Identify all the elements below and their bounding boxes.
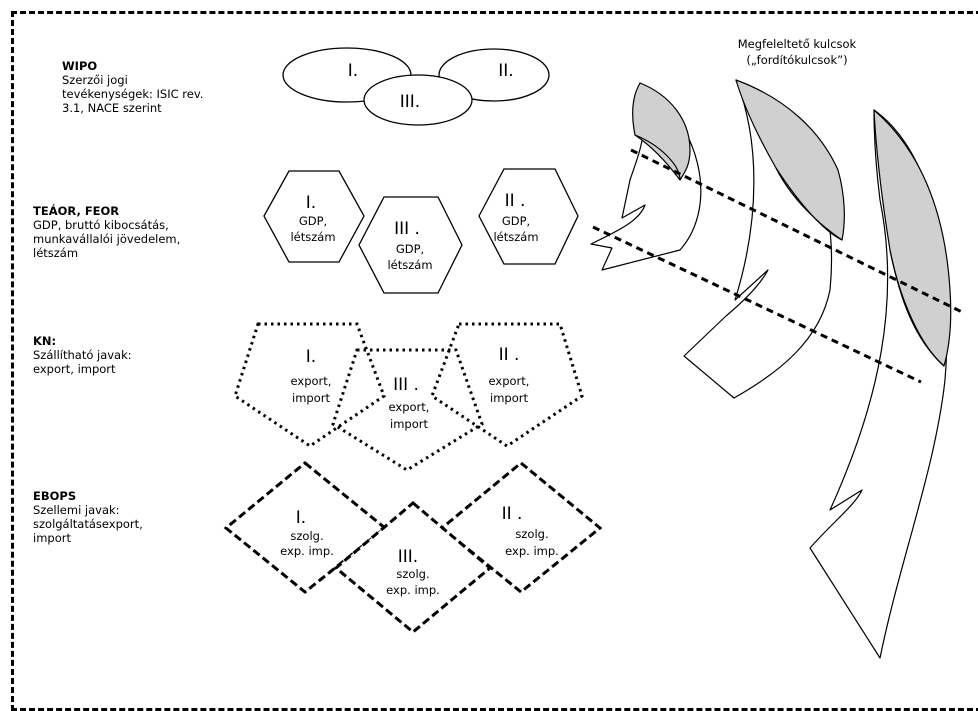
kn-desc-line-1: Szállítható javak: <box>33 348 132 362</box>
teaor-hexagon-i-sub-1: GDP, <box>299 214 327 228</box>
medium-curved-arrow <box>683 79 845 399</box>
teaor-label: TEÁOR, FEOR GDP, bruttó kibocsátás, munk… <box>33 204 180 260</box>
teaor-hexagon-iii-sub-2: létszám <box>387 258 432 272</box>
ebops-desc-line-1: Szellemi javak: <box>33 503 120 517</box>
teaor-hexagon-ii-sub-2: létszám <box>493 230 538 244</box>
teaor-hexagon-i-sub-2: létszám <box>290 230 335 244</box>
ebops-desc-line-3: import <box>33 531 71 545</box>
kn-title: KN: <box>33 334 57 348</box>
ebops-diamond-i-sub-1: szolg. <box>290 529 323 543</box>
wipo-desc-line-3: 3.1, NACE szerint <box>62 101 162 115</box>
wipo-oval-iii <box>363 74 473 126</box>
kn-pentagon-ii <box>430 322 584 448</box>
teaor-hexagon-i-number: I. <box>306 193 316 213</box>
teaor-desc-line-2: munkavállalói jövedelem, <box>33 232 181 246</box>
ebops-diamond-iii-number: III. <box>398 547 418 567</box>
ebops-diamond-i-sub-2: exp. imp. <box>280 544 334 558</box>
teaor-hexagon-ii <box>478 168 579 265</box>
kn-pentagon-ii-sub-1: export, <box>489 374 530 388</box>
ebops-desc-line-2: szolgáltatásexport, <box>33 517 143 531</box>
teaor-desc-line-3: létszám <box>33 246 79 260</box>
kn-pentagon-iii <box>331 348 484 472</box>
ebops-diamond-ii-sub-1: szolg. <box>515 527 548 541</box>
kn-pentagon-iii-sub-2: import <box>390 417 428 431</box>
ebops-diamond-ii-number: II . <box>502 504 523 524</box>
teaor-hexagon-ii-sub-1: GDP, <box>502 214 530 228</box>
ebops-diamond-i-number: I. <box>296 508 306 528</box>
ebops-diamond-iii-sub-2: exp. imp. <box>386 583 440 597</box>
teaor-hexagon-i <box>263 170 365 263</box>
mapping-dashed-line-lower <box>592 225 922 384</box>
small-curved-arrow <box>590 82 702 271</box>
ebops-title: EBOPS <box>33 489 77 503</box>
wipo-label: WIPO Szerzői jogi tevékenységek: ISIC re… <box>62 59 203 115</box>
keys-title-line-1: Megfeleltető kulcsok <box>738 37 857 51</box>
keys-title-line-2: („fordítókulcsok”) <box>746 53 847 67</box>
teaor-hexagon-iii-number: III . <box>394 219 420 239</box>
wipo-desc-line-2: tevékenységek: ISIC rev. <box>62 87 204 101</box>
teaor-hexagon-iii-sub-1: GDP, <box>396 242 424 256</box>
kn-pentagon-ii-sub-2: import <box>490 391 528 405</box>
kn-pentagon-i-number: I. <box>306 347 316 367</box>
ebops-diamond-iii-sub-1: szolg. <box>396 567 429 581</box>
kn-pentagon-i-sub-2: import <box>292 391 330 405</box>
wipo-oval-i-number: I. <box>348 61 358 81</box>
ebops-label: EBOPS Szellemi javak: szolgáltatásexport… <box>33 489 143 545</box>
ebops-diamond-iii <box>333 501 493 634</box>
teaor-hexagon-iii <box>358 196 463 294</box>
wipo-oval-group <box>282 47 550 126</box>
kn-pentagon-i-sub-1: export, <box>291 374 332 388</box>
wipo-title: WIPO <box>62 59 98 73</box>
large-curved-arrow <box>809 109 952 659</box>
ebops-diamond-ii-sub-2: exp. imp. <box>505 544 559 558</box>
kn-pentagon-iii-sub-1: export, <box>389 400 430 414</box>
kn-pentagon-ii-number: II . <box>499 345 520 365</box>
kn-pentagon-iii-number: III . <box>393 375 419 395</box>
mapping-dashed-line-upper <box>630 148 963 314</box>
kn-label: KN: Szállítható javak: export, import <box>33 334 132 376</box>
wipo-oval-ii-number: II. <box>498 61 513 81</box>
teaor-hexagon-ii-number: II . <box>505 191 526 211</box>
teaor-desc-line-1: GDP, bruttó kibocsátás, <box>33 218 169 232</box>
wipo-desc-line-1: Szerzői jogi <box>62 73 128 87</box>
kn-desc-line-2: export, import <box>33 362 116 376</box>
teaor-title: TEÁOR, FEOR <box>33 204 120 218</box>
wipo-oval-iii-number: III. <box>400 92 420 112</box>
diagram-canvas: I. II. III. I. GDP, létszám II . GDP, lé… <box>223 37 963 659</box>
